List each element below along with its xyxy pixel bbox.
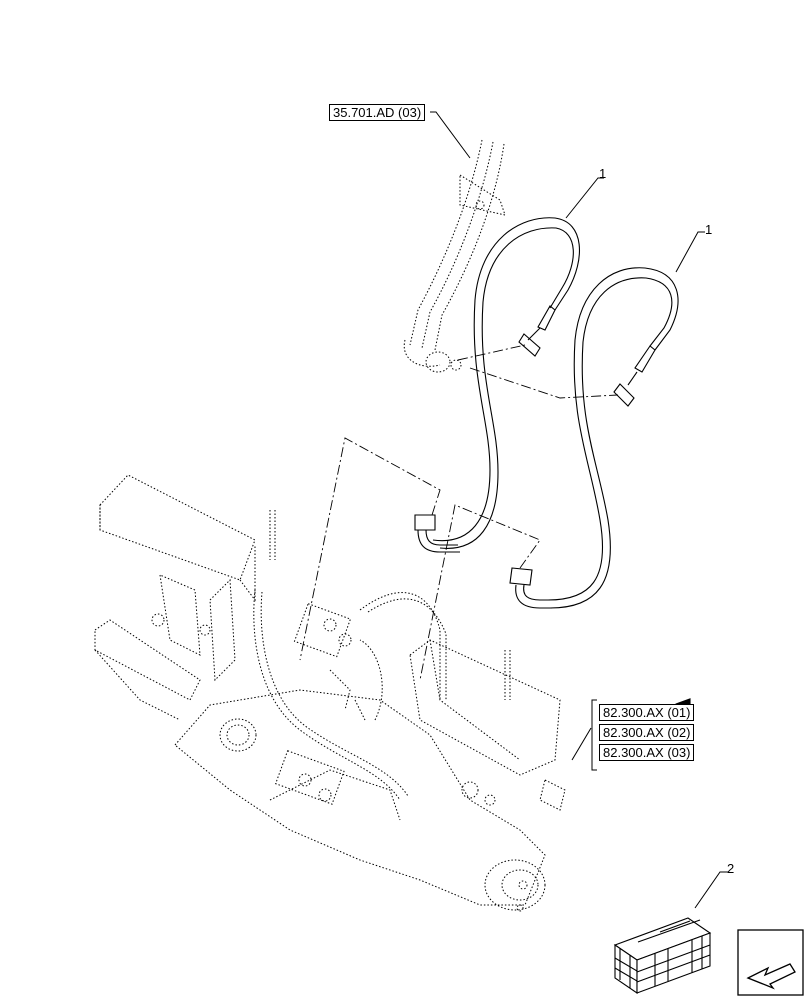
parts-kit-crate-icon <box>613 698 712 995</box>
axle-assembly-icon <box>94 474 566 912</box>
callout-item-1-lower: 1 <box>705 222 713 237</box>
callout-item-1-upper: 1 <box>599 166 607 181</box>
assembly-center-lines <box>299 344 619 681</box>
reference-82-300-ax-03[interactable]: 82.300.AX (03) <box>599 744 695 761</box>
callout-item-2: 2 <box>727 861 735 876</box>
leader-lines <box>430 111 728 909</box>
reference-82-300-ax-02[interactable]: 82.300.AX (02) <box>599 724 695 741</box>
reference-82-300-ax-01[interactable]: 82.300.AX (01) <box>599 704 695 721</box>
reference-35-701-ad[interactable]: 35.701.AD (03) <box>329 104 426 121</box>
upper-hydraulic-lines <box>403 139 506 373</box>
next-page-arrow-icon[interactable] <box>737 929 804 996</box>
hose-assembly-icon <box>414 217 679 609</box>
